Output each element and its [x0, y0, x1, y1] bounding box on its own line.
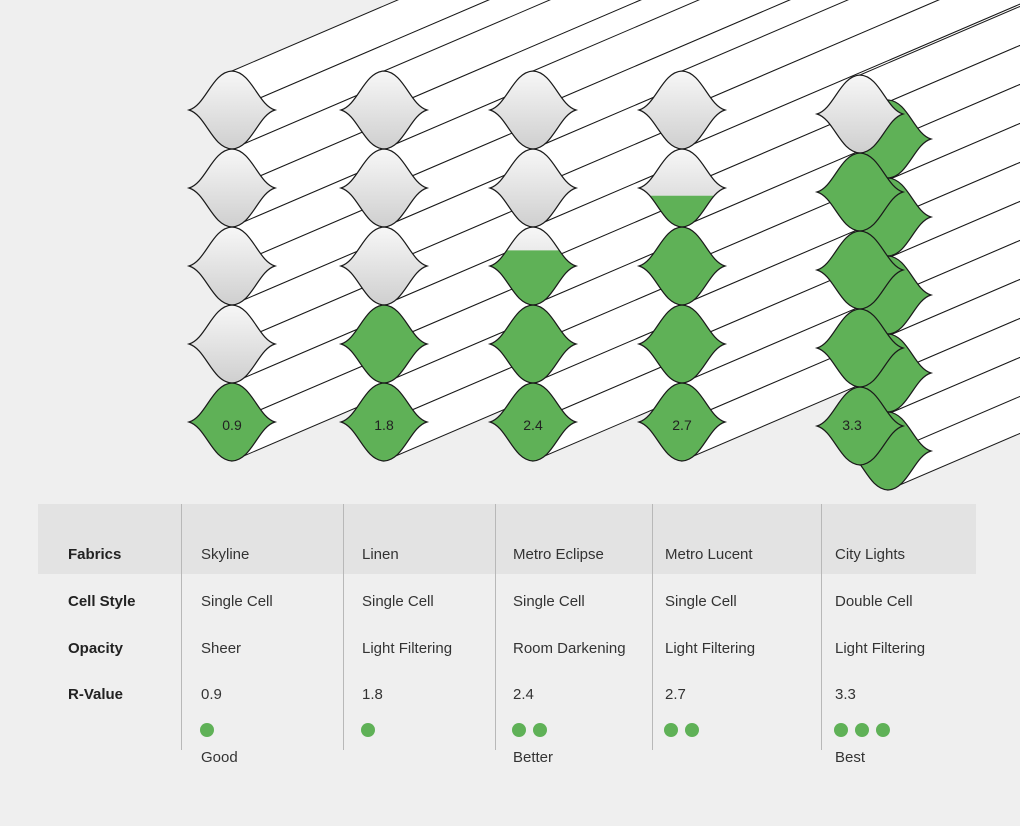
column-divider	[821, 504, 822, 750]
fabric-name: Metro Lucent	[665, 546, 753, 563]
honeycomb-cell	[814, 386, 906, 466]
honeycomb-cell	[487, 382, 579, 462]
rating-dot	[876, 723, 890, 737]
r-value: 3.3	[835, 686, 856, 703]
rating-dots	[361, 723, 382, 737]
honeycomb-cell	[814, 308, 906, 388]
r-value-labels: 0.9 1.8 2.4 2.7 3.3	[222, 417, 862, 433]
fabric-name: City Lights	[835, 546, 906, 563]
rating-dot	[361, 723, 375, 737]
opacity-value: Light Filtering	[665, 640, 756, 657]
rating-dot	[855, 723, 869, 737]
rating-dots	[200, 723, 221, 737]
row-label-opacity: Opacity	[68, 640, 124, 657]
rating-dot	[685, 723, 699, 737]
honeycomb-cell	[636, 226, 728, 306]
rating-dot	[512, 723, 526, 737]
fabric-comparison-table: Fabrics Cell Style Opacity R-Value Skyli…	[38, 504, 976, 766]
rating-label: Better	[513, 749, 554, 766]
fabric-name: Metro Eclipse	[513, 546, 604, 563]
fabric-name: Linen	[362, 546, 399, 563]
cell-style-value: Single Cell	[201, 593, 273, 610]
honeycomb-shade-diagram: 0.9 1.8 2.4 2.7 3.3	[186, 0, 1020, 491]
cell-style-value: Single Cell	[665, 593, 737, 610]
honeycomb-cell	[338, 304, 430, 384]
r-value-label: 3.3	[842, 417, 862, 433]
r-value: 1.8	[362, 686, 383, 703]
fabric-name: Skyline	[201, 546, 250, 563]
rating-dots	[664, 723, 706, 737]
r-value-label: 2.7	[672, 417, 692, 433]
opacity-value: Light Filtering	[835, 640, 926, 657]
cell-style-value: Single Cell	[513, 593, 585, 610]
row-label-r-value: R-Value	[68, 686, 124, 703]
opacity-value: Room Darkening	[513, 640, 626, 657]
rating-dot	[533, 723, 547, 737]
row-label-fabrics: Fabrics	[68, 546, 122, 563]
cell-fronts	[186, 70, 934, 491]
rating-label: Good	[201, 749, 238, 766]
opacity-value: Sheer	[201, 640, 242, 657]
r-value-label: 1.8	[374, 417, 394, 433]
rating-dot	[200, 723, 214, 737]
cell-style-value: Single Cell	[362, 593, 434, 610]
cell-style-value: Double Cell	[835, 593, 913, 610]
r-value: 0.9	[201, 686, 222, 703]
honeycomb-cell	[814, 152, 906, 232]
column-divider	[495, 504, 496, 750]
column-divider	[181, 504, 182, 750]
table-header-band	[38, 504, 976, 574]
r-value-label: 2.4	[523, 417, 543, 433]
honeycomb-cell	[636, 382, 728, 462]
column-divider	[652, 504, 653, 750]
r-value: 2.4	[513, 686, 534, 703]
honeycomb-cell	[338, 382, 430, 462]
rating-dot	[834, 723, 848, 737]
honeycomb-cell	[814, 230, 906, 310]
r-value: 2.7	[665, 686, 686, 703]
honeycomb-cell	[186, 382, 278, 462]
rating-dot	[664, 723, 678, 737]
r-value-label: 0.9	[222, 417, 242, 433]
opacity-value: Light Filtering	[362, 640, 453, 657]
rating-label: Best	[835, 749, 866, 766]
rating-dots	[512, 723, 554, 737]
honeycomb-cell	[487, 226, 579, 306]
honeycomb-cell	[636, 304, 728, 384]
rating-dots	[834, 723, 897, 737]
row-label-cell-style: Cell Style	[68, 593, 136, 610]
column-divider	[343, 504, 344, 750]
